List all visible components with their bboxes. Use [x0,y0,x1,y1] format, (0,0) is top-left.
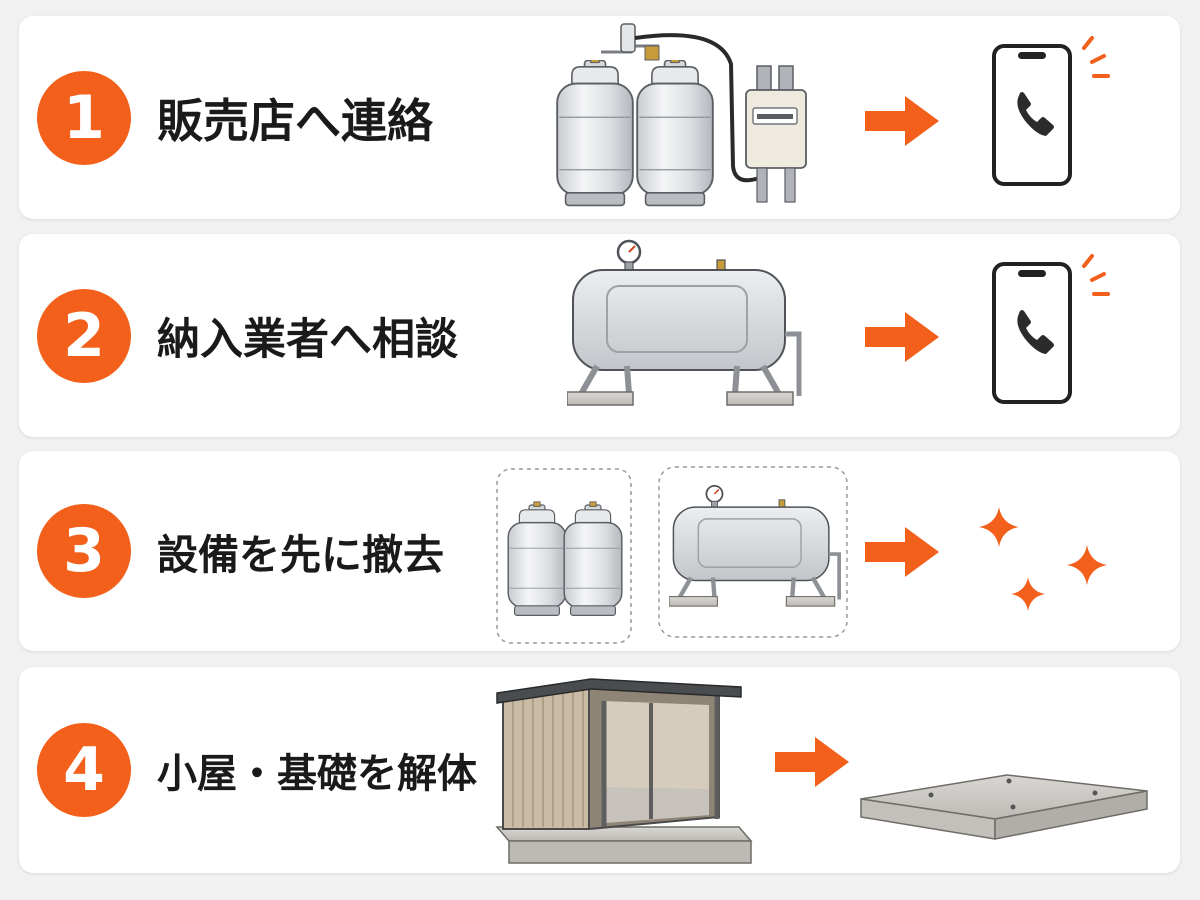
step-number-badge: 1 [37,70,131,165]
fuel-tank-cutout [658,466,848,638]
step-card-1: 1 販売店へ連絡 [19,16,1180,219]
sparkle-icon [1067,545,1107,585]
smartphone-call-icon [992,36,1110,186]
step-number-badge: 2 [37,288,131,383]
step-label: 販売店へ連絡 [157,93,433,148]
step-card-3: 3 設備を先に撤去 [19,451,1180,651]
gas-cylinders-cutout [496,468,632,644]
sparkle-icon [1011,577,1045,611]
step-card-4: 4 小屋・基礎を解体 [19,667,1180,873]
concrete-slab [860,774,1148,840]
gas-cylinders-with-meter [556,23,807,207]
arrow-right-icon [865,312,939,362]
step-illustration [495,678,1148,864]
step-illustration [556,23,1110,207]
sparkle-icon [979,507,1019,547]
step-label: 小屋・基礎を解体 [157,751,477,797]
smartphone-call-icon [992,254,1110,404]
arrow-right-icon [865,96,939,146]
arrow-right-icon [865,527,939,577]
step-label: 設備を先に撤去 [157,531,444,579]
step-card-2: 2 納入業者へ相談 [19,234,1180,437]
fuel-tank-on-stand [567,241,799,405]
step-illustration [496,466,1107,644]
step-label: 納入業者へ相談 [157,314,458,365]
step-illustration [19,234,1110,437]
arrow-right-icon [775,737,849,787]
step-number-badge: 3 [37,504,131,598]
shed-on-foundation [495,678,753,864]
step-number-badge: 4 [37,723,131,817]
